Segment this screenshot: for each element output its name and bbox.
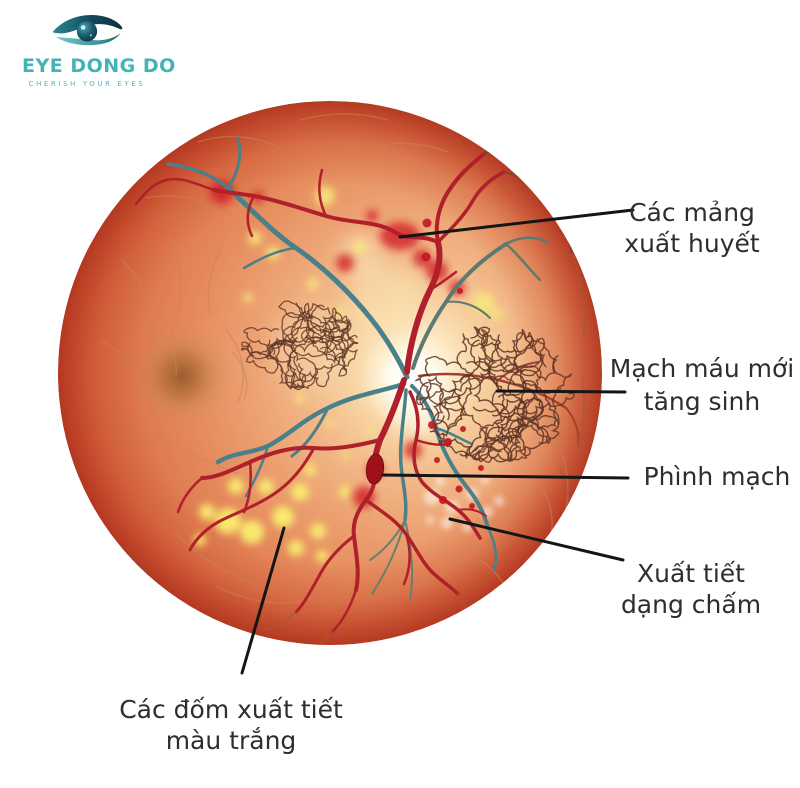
faint-capillaries	[101, 113, 569, 611]
brand-logo: EYE DONG DO CHERISH YOUR EYES	[22, 8, 176, 88]
pointer-line-proliferating-new-vessels	[495, 389, 627, 394]
neovascular-tangle-left	[241, 300, 359, 391]
brand-name: EYE DONG DO	[22, 55, 176, 77]
iris-highlight	[80, 25, 86, 30]
label-microaneurysm: Phình mạch	[643, 462, 791, 491]
pointer-line-white-exudate-spots	[240, 526, 286, 675]
eye-icon	[52, 14, 123, 46]
label-hemorrhage-patches: Các mảng xuất huyết	[624, 198, 760, 258]
neovascular-tangle-right	[415, 326, 575, 463]
microhemorrhage-dots	[421, 218, 484, 509]
label-proliferating-new-vessels: Mạch máu mới tăng sinh	[609, 354, 795, 416]
label-dot-exudates: Xuất tiết dạng chấm	[620, 559, 762, 619]
macula-spot	[134, 328, 230, 424]
aneurysm-bulge	[365, 453, 385, 485]
lower-eyelid-shape	[55, 32, 121, 46]
pointer-lines	[240, 208, 635, 675]
pointer-line-microaneurysm	[381, 473, 630, 480]
retina-disc	[58, 101, 602, 645]
retinal-arteries	[134, 125, 586, 645]
brand-tagline: CHERISH YOUR EYES	[28, 80, 146, 88]
bright-exudate-cluster	[194, 464, 351, 562]
pointer-line-dot-exudates	[448, 517, 625, 562]
iris-shape	[76, 21, 98, 42]
label-white-exudate-spots: Các đốm xuất tiết màu trắng	[119, 695, 343, 755]
yellow-exudates	[243, 186, 503, 459]
iris-glint	[89, 34, 93, 37]
pointer-line-hemorrhage-patches	[398, 208, 635, 239]
